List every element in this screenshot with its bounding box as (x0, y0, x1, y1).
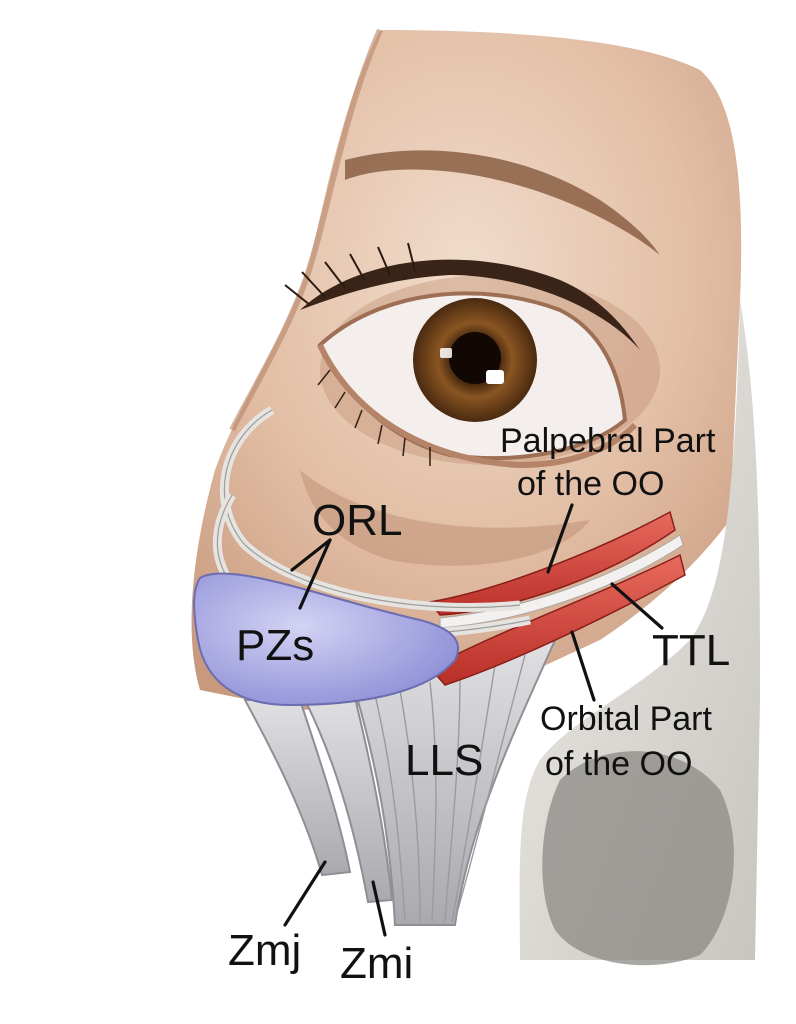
orbital-oo-muscle (428, 553, 686, 686)
leader-orbital (570, 630, 596, 702)
leader-ttl (610, 582, 664, 630)
label-zmi: Zmi (340, 939, 413, 988)
nose-contour (229, 28, 383, 432)
leader-orl-b (298, 538, 332, 610)
tear-trough-shadow (300, 470, 590, 566)
upper-lashes (284, 242, 416, 306)
pzs-fat-pad (193, 572, 460, 707)
label-zmj: Zmj (228, 926, 301, 975)
eye-highlight (486, 370, 504, 384)
leader-zmi (371, 880, 387, 937)
label-pzs: PZs (236, 621, 314, 670)
eye-highlight-small (440, 348, 452, 358)
label-ttl: TTL (652, 626, 730, 675)
lower-eyelid (317, 343, 638, 469)
bone-cavity (542, 751, 734, 966)
leader-orl-a (290, 538, 332, 572)
label-lls: LLS (405, 736, 483, 785)
label-palpebral-line1: Palpebral Part (500, 422, 716, 460)
zmj-muscle (243, 699, 352, 877)
label-orbital-line1: Orbital Part (540, 700, 712, 738)
label-orbital-line2: of the OO (545, 745, 692, 783)
orl-ligament-upper-edge (223, 409, 521, 609)
leader-palpebral (546, 503, 574, 574)
upper-eyelid (300, 259, 640, 350)
label-orl: ORL (312, 496, 402, 545)
label-palpebral-line2: of the OO (517, 465, 664, 503)
leader-zmj (283, 860, 327, 927)
lls-fibers (374, 654, 526, 923)
ttl-ligament (439, 534, 684, 629)
lower-lashes (317, 369, 431, 466)
eyebrow (345, 150, 660, 255)
zmi-muscle (303, 696, 394, 904)
lls-muscle (353, 638, 557, 926)
